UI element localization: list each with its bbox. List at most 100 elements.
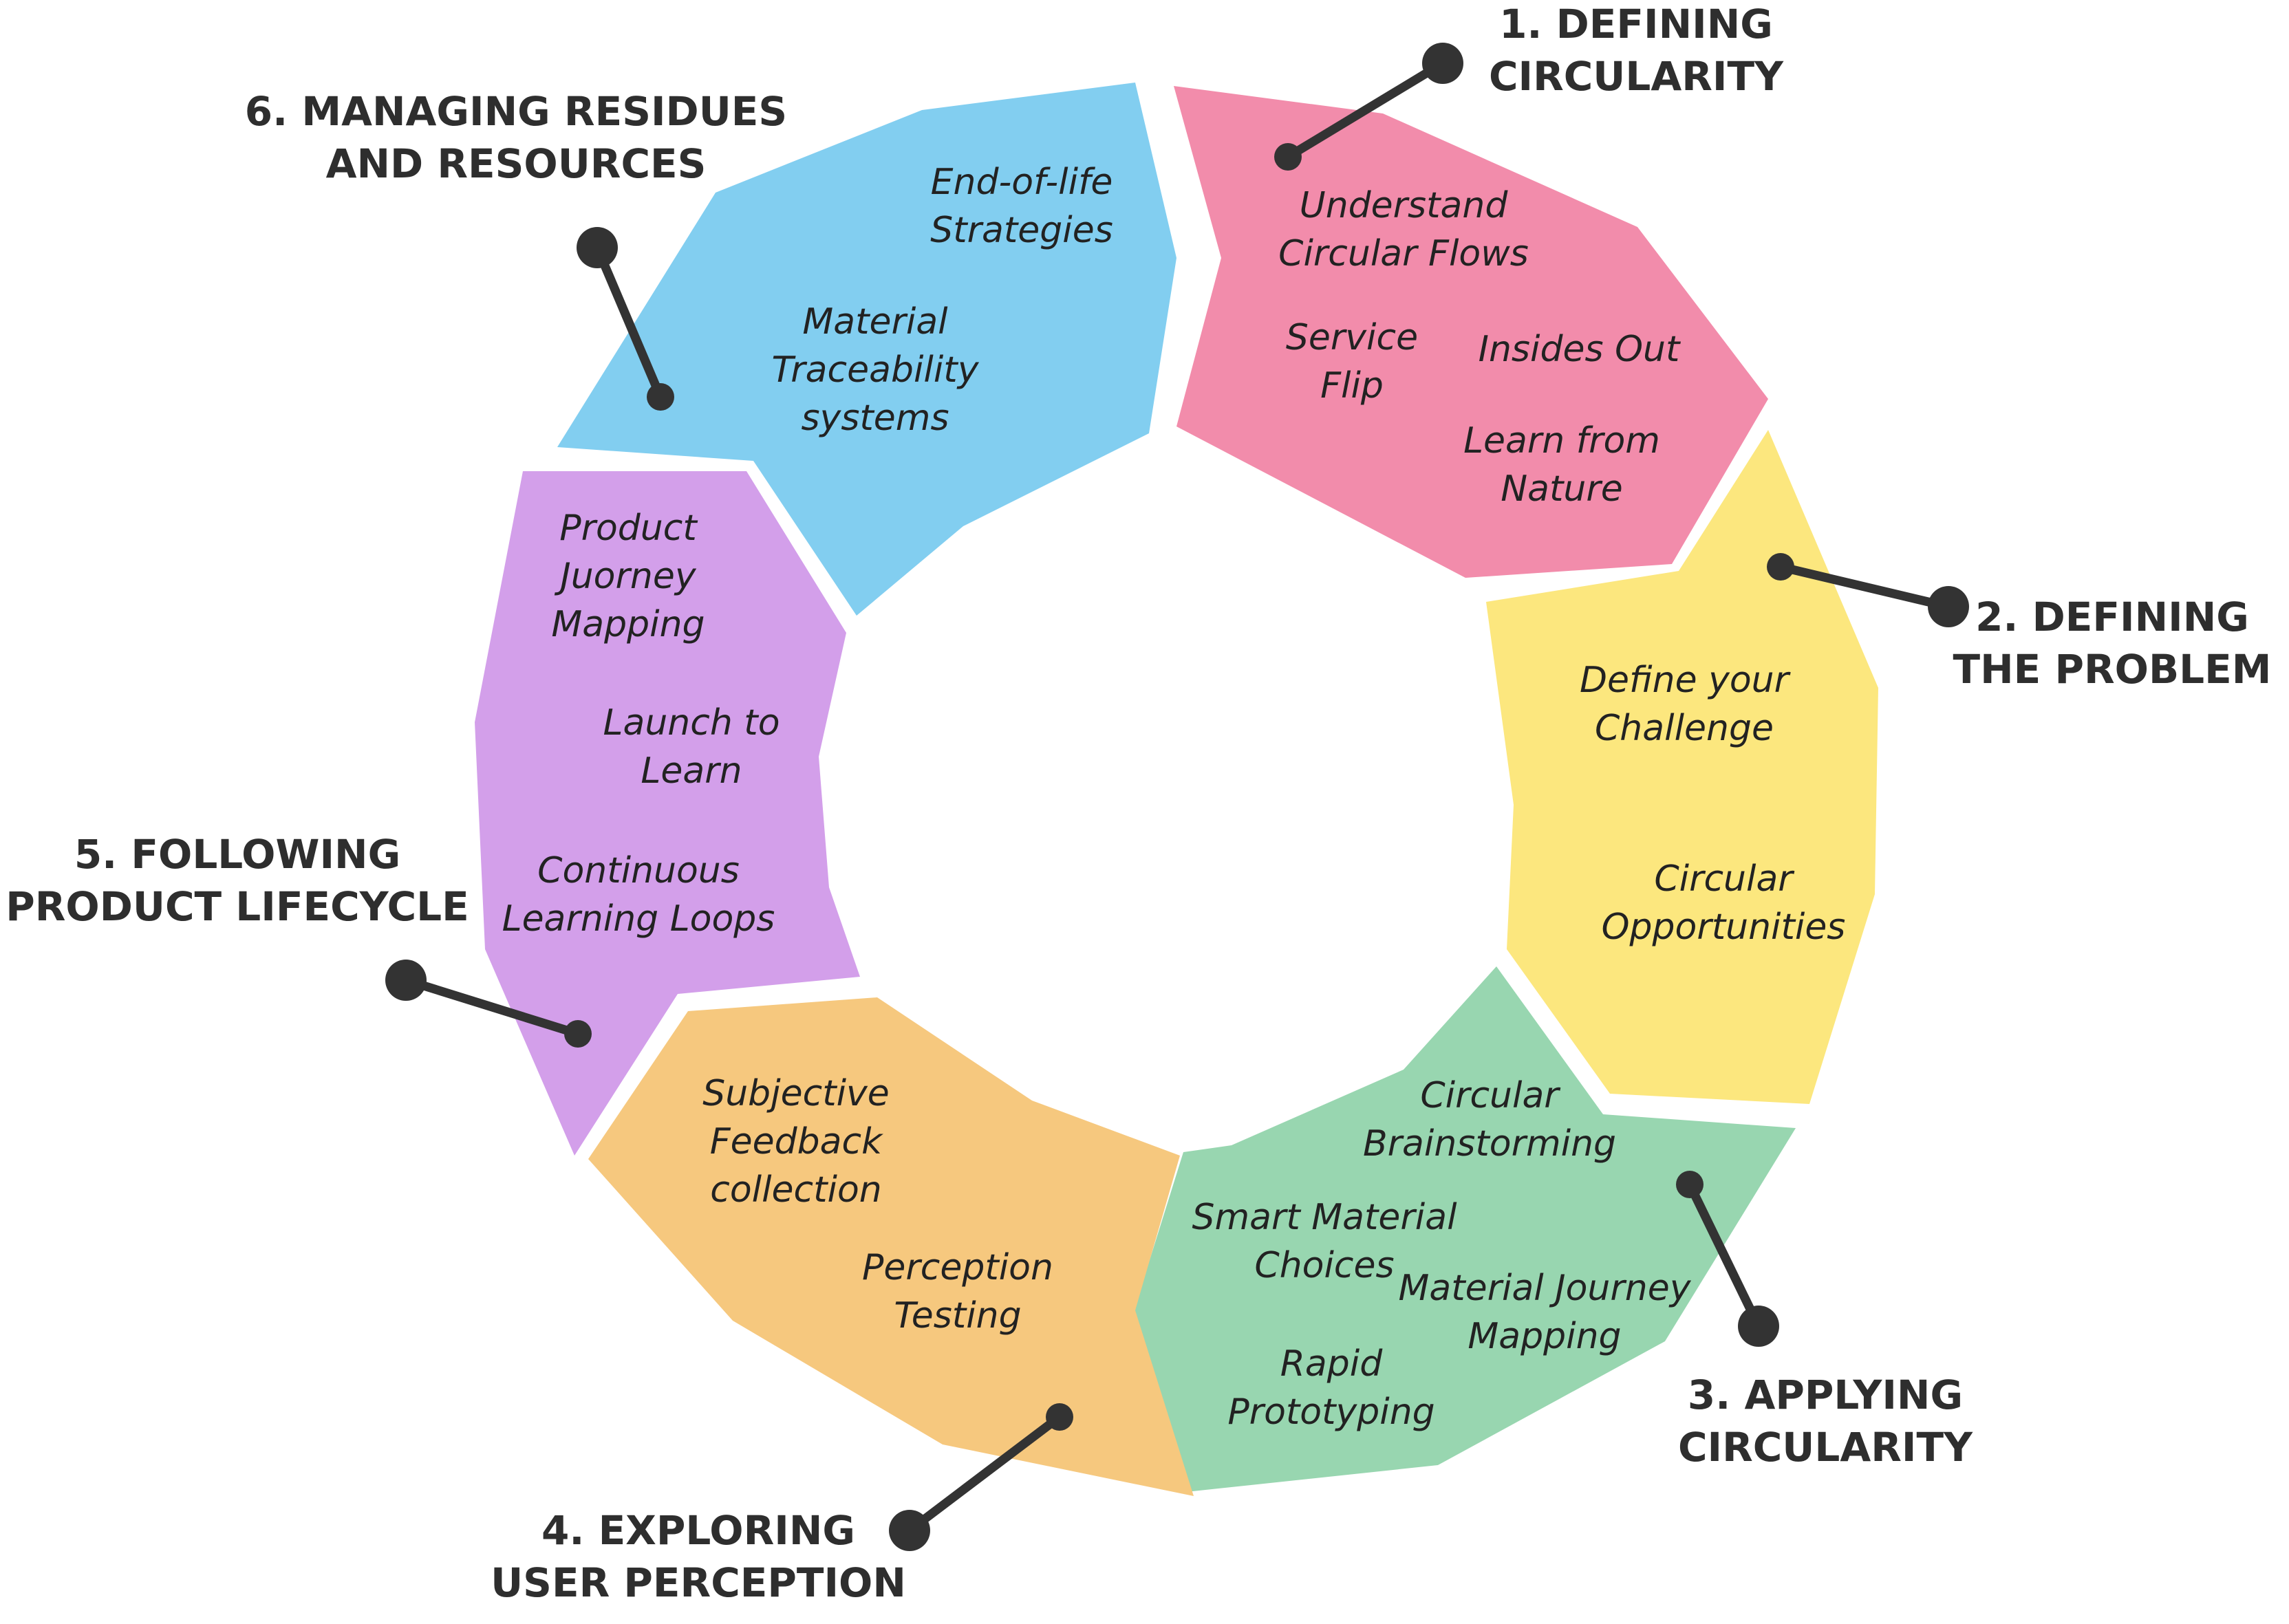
following-product-lifecycle-item-2: Launch to Learn	[603, 702, 780, 792]
following-product-lifecycle-leader-line	[401, 975, 583, 1039]
defining-the-problem-title-line-1: 2. DEFINING	[1975, 594, 2249, 640]
ring-segments	[475, 83, 1878, 1496]
applying-circularity-title: 3. APPLYING CIRCULARITY	[1678, 1372, 1973, 1471]
managing-residues-and-resources-title-line-1: 6. MANAGING RESIDUES	[245, 88, 787, 135]
managing-residues-and-resources-title: 6. MANAGING RESIDUES AND RESOURCES	[245, 88, 787, 187]
defining-circularity-item-3-line-1: Insides Out	[1479, 329, 1681, 370]
segment-managing-residues-and-resources	[557, 83, 1176, 616]
applying-circularity-title-line-2: CIRCULARITY	[1678, 1424, 1973, 1471]
defining-circularity-item-1-line-2: Circular Flows	[1278, 233, 1529, 274]
defining-the-problem-leader-inner-dot	[1767, 553, 1794, 581]
exploring-user-perception-title-line-1: 4. EXPLORING	[541, 1507, 855, 1554]
managing-residues-and-resources-leader-outer-dot	[577, 227, 618, 268]
following-product-lifecycle-title: 5. FOLLOWING PRODUCT LIFECYCLE	[6, 831, 469, 930]
defining-circularity-item-4-line-1: Learn from	[1463, 420, 1660, 462]
defining-circularity-leader-line	[1283, 58, 1448, 162]
exploring-user-perception-item-2-line-1: Perception	[862, 1247, 1053, 1288]
defining-circularity-item-3: Insides Out	[1479, 329, 1681, 370]
following-product-lifecycle-item-1-line-2: Juorney	[554, 556, 696, 597]
managing-residues-and-resources-item-2-line-1: Material	[802, 301, 948, 343]
applying-circularity-item-1-line-1: Circular	[1420, 1075, 1561, 1116]
applying-circularity-item-3-line-2: Mapping	[1468, 1316, 1621, 1357]
defining-circularity-leader-inner-dot	[1274, 143, 1302, 171]
defining-the-problem-title-line-2: THE PROBLEM	[1953, 646, 2272, 693]
managing-residues-and-resources-item-1-line-2: Strategies	[930, 210, 1113, 251]
following-product-lifecycle-leader-inner-dot	[564, 1020, 592, 1048]
managing-residues-and-resources-item-2-line-2: Traceability	[772, 349, 980, 391]
defining-circularity-leader-outer-dot	[1422, 43, 1463, 84]
managing-residues-and-resources-leader-inner-dot	[647, 383, 674, 411]
stage-titles: 1. DEFINING CIRCULARITY 2. DEFINING THE PRO…	[6, 1, 2271, 1606]
applying-circularity-leader-inner-dot	[1676, 1171, 1704, 1198]
exploring-user-perception-item-1-line-3: collection	[710, 1169, 882, 1211]
defining-circularity-item-2-line-2: Flip	[1320, 365, 1384, 407]
following-product-lifecycle-item-3-line-2: Learning Loops	[502, 898, 775, 940]
exploring-user-perception-title-line-2: USER PERCEPTION	[491, 1559, 906, 1606]
applying-circularity-item-4-line-1: Rapid	[1280, 1343, 1383, 1385]
defining-circularity-title: 1. DEFINING CIRCULARITY	[1489, 1, 1784, 100]
following-product-lifecycle-item-3-line-1: Continuous	[537, 850, 740, 891]
exploring-user-perception-item-1-line-1: Subjective	[702, 1073, 890, 1114]
following-product-lifecycle-item-1-line-3: Mapping	[551, 604, 705, 645]
following-product-lifecycle-leader-outer-dot	[385, 960, 427, 1001]
following-product-lifecycle-item-2-line-1: Launch to	[603, 702, 780, 744]
applying-circularity-item-4-line-2: Prototyping	[1227, 1392, 1434, 1433]
segment-defining-the-problem	[1486, 430, 1878, 1104]
defining-circularity-title-line-1: 1. DEFINING	[1499, 1, 1773, 47]
applying-circularity-item-2-line-1: Smart Material	[1192, 1197, 1457, 1238]
following-product-lifecycle-item-1-line-1: Product	[559, 508, 698, 549]
segment-applying-circularity	[1132, 966, 1796, 1493]
defining-circularity-item-1-line-1: Understand	[1300, 185, 1509, 226]
managing-residues-and-resources-item-2-line-3: systems	[801, 398, 949, 439]
applying-circularity-leader-outer-dot	[1738, 1306, 1779, 1347]
defining-the-problem-item-1-line-1: Define your	[1580, 660, 1792, 701]
exploring-user-perception-item-1-line-2: Feedback	[710, 1121, 883, 1162]
defining-the-problem-leader-outer-dot	[1928, 586, 1969, 627]
exploring-user-perception-item-2-line-2: Testing	[894, 1295, 1021, 1336]
exploring-user-perception-leader-inner-dot	[1046, 1403, 1073, 1431]
managing-residues-and-resources-title-line-2: AND RESOURCES	[326, 140, 707, 187]
defining-circularity-item-4-line-2: Nature	[1501, 468, 1622, 510]
exploring-user-perception-title: 4. EXPLORING USER PERCEPTION	[491, 1507, 906, 1606]
following-product-lifecycle-title-line-1: 5. FOLLOWING	[74, 831, 400, 878]
stage-leaders	[385, 43, 1969, 1551]
following-product-lifecycle-title-line-2: PRODUCT LIFECYCLE	[6, 883, 469, 930]
managing-residues-and-resources-leader-line	[592, 243, 665, 402]
managing-residues-and-resources-item-1-line-1: End-of-life	[931, 162, 1113, 203]
defining-the-problem-leader-line	[1776, 562, 1953, 611]
applying-circularity-title-line-1: 3. APPLYING	[1688, 1372, 1963, 1418]
defining-the-problem-title: 2. DEFINING THE PROBLEM	[1953, 594, 2272, 693]
applying-circularity-leader-line	[1685, 1180, 1763, 1331]
defining-circularity-item-2-line-1: Service	[1286, 317, 1418, 358]
applying-circularity-item-3-line-1: Material Journey	[1399, 1268, 1692, 1309]
segment-defining-circularity	[1174, 86, 1768, 578]
exploring-user-perception-leader-line	[905, 1412, 1064, 1535]
applying-circularity-item-2-line-2: Choices	[1254, 1245, 1394, 1286]
defining-the-problem-item-2-line-2: Opportunities	[1602, 907, 1846, 948]
defining-circularity-title-line-2: CIRCULARITY	[1489, 53, 1784, 100]
exploring-user-perception-leader-outer-dot	[889, 1510, 930, 1551]
defining-the-problem-item-2-line-1: Circular	[1654, 858, 1795, 900]
following-product-lifecycle-item-2-line-2: Learn	[641, 750, 742, 792]
defining-the-problem-item-1-line-2: Challenge	[1595, 708, 1774, 749]
applying-circularity-item-1-line-2: Brainstorming	[1363, 1123, 1616, 1165]
segment-exploring-user-perception	[588, 997, 1194, 1496]
segment-following-product-lifecycle	[475, 471, 860, 1156]
